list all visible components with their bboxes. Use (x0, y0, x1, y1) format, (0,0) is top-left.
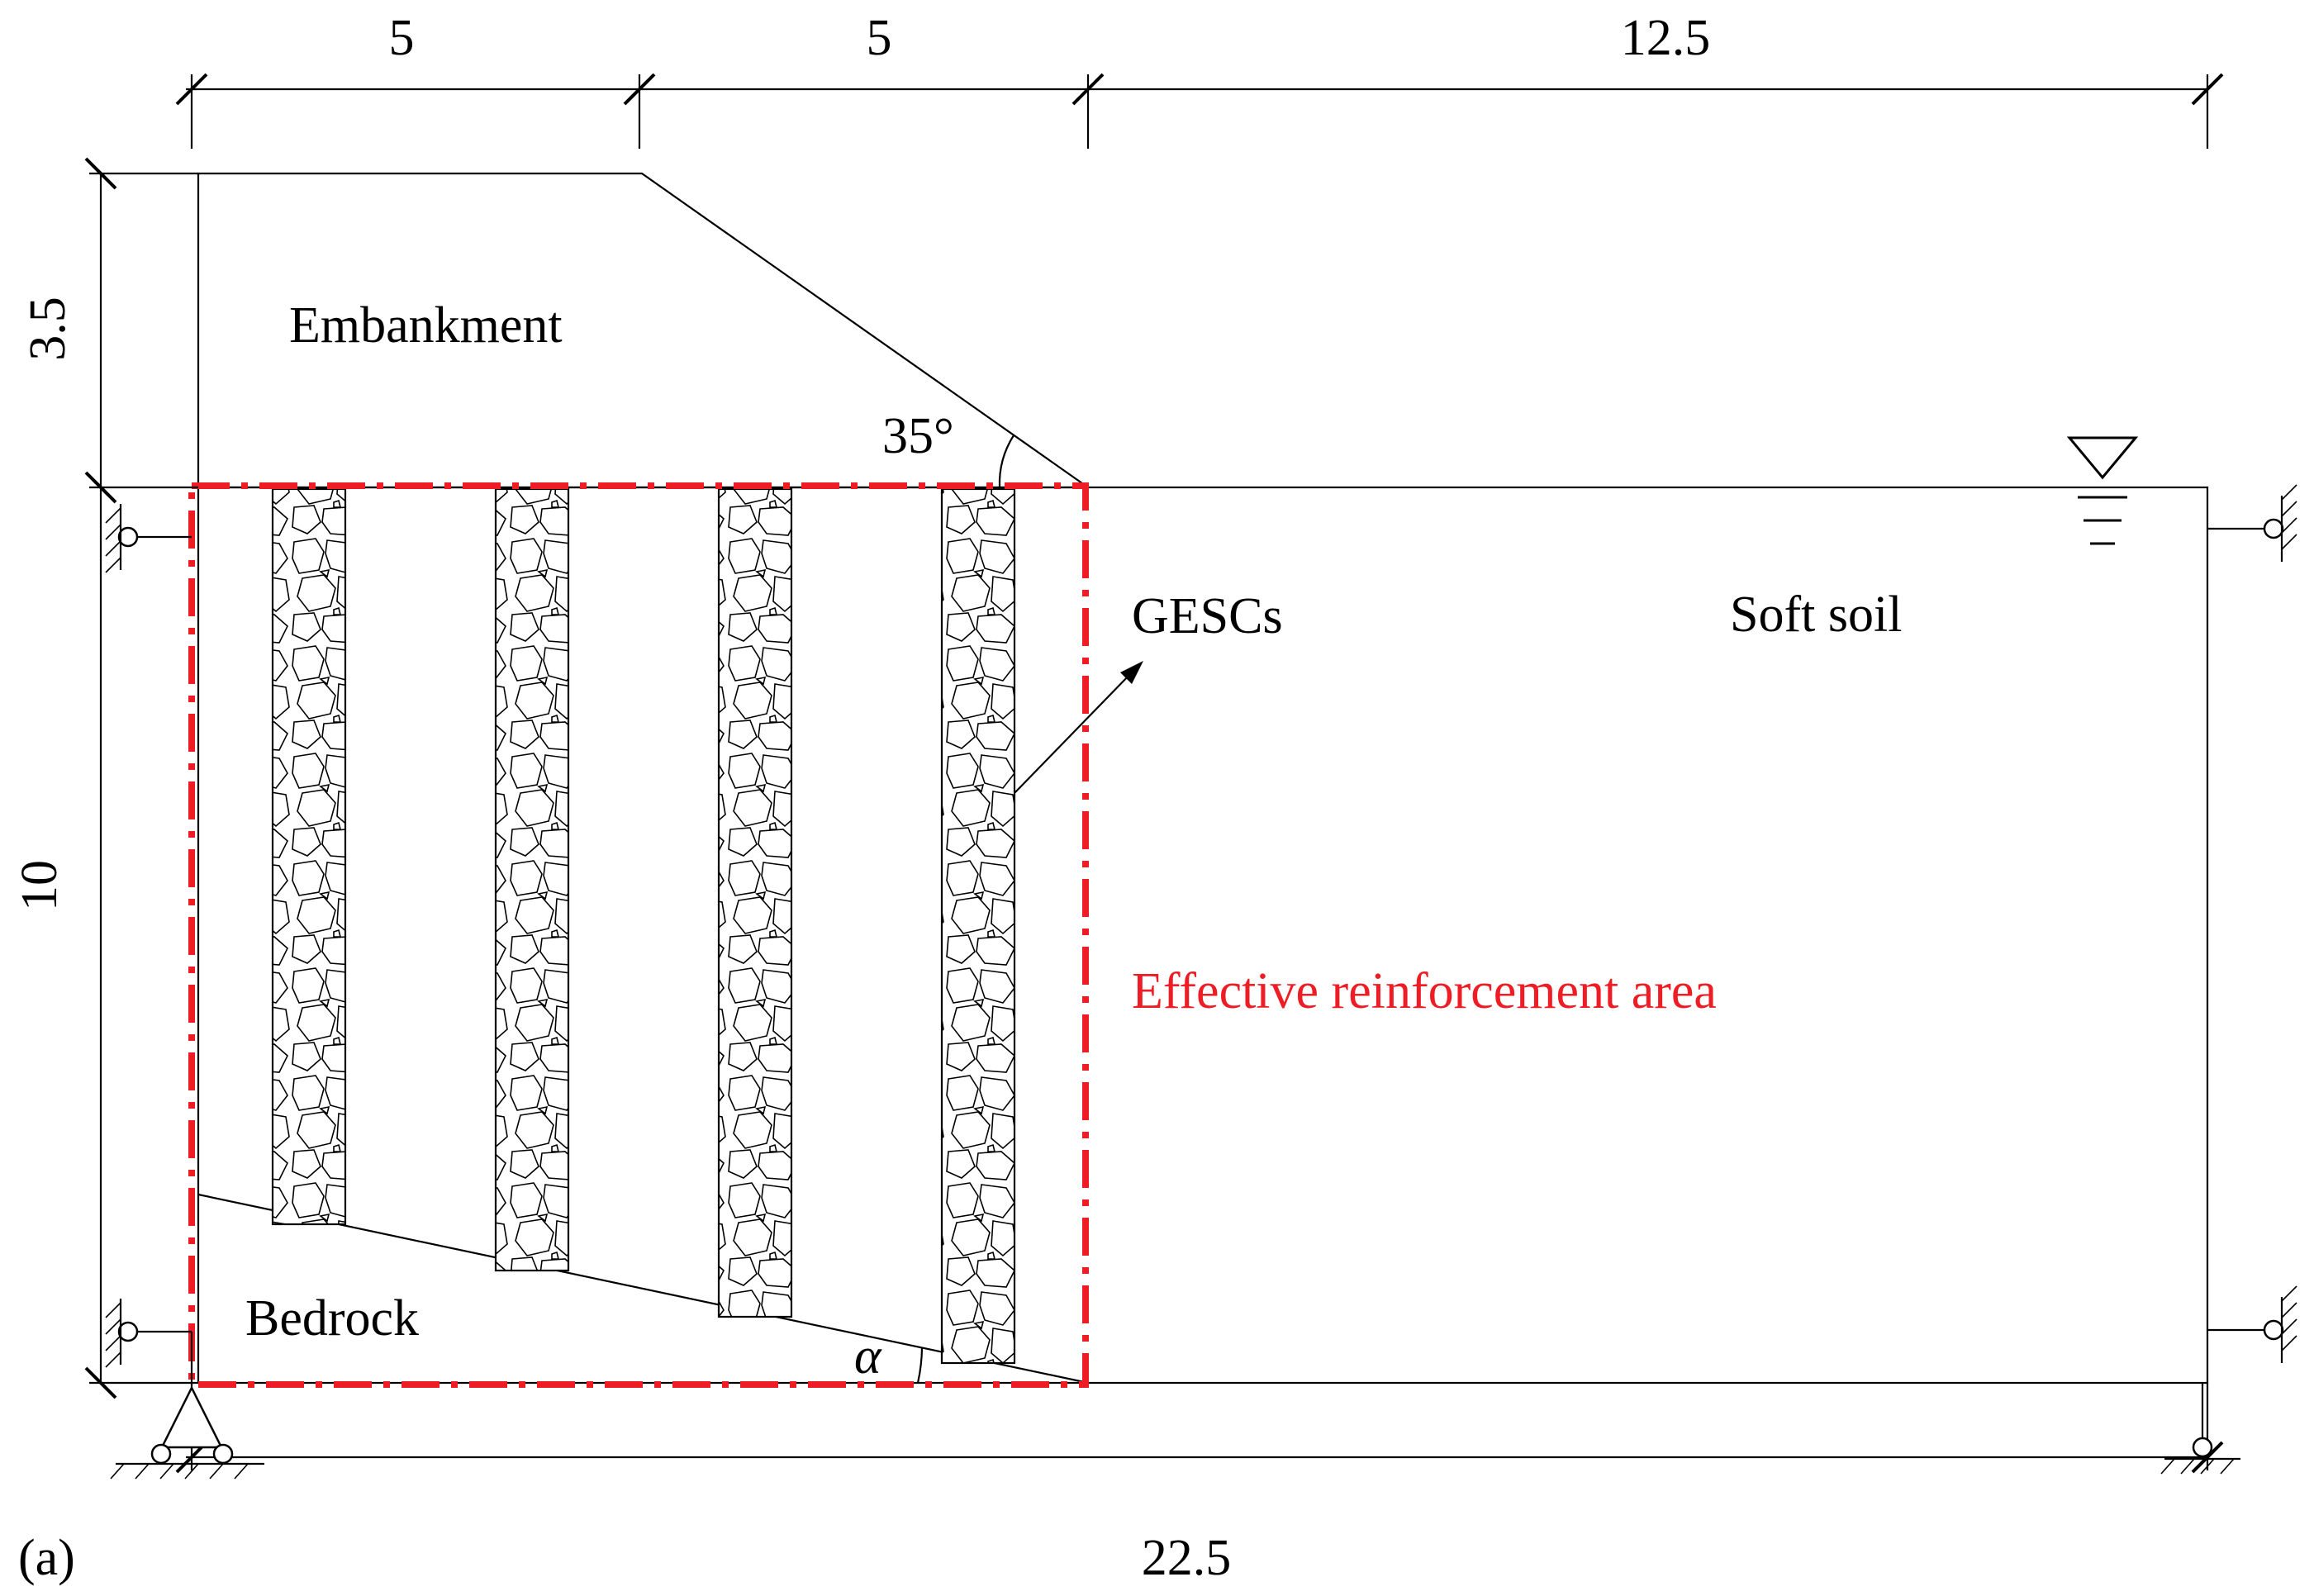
gescs-arrowhead-icon (1120, 661, 1143, 684)
roller-support-icon (2207, 484, 2297, 562)
dim-label-soft-soil-depth: 10 (12, 860, 68, 911)
gescs-label: GESCs (1132, 588, 1283, 644)
effective-reinforcement-boundary (188, 482, 1089, 1388)
bedrock-angle-label: α (854, 1328, 882, 1385)
embankment-label: Embankment (289, 297, 563, 354)
soft-soil-domain (197, 486, 2209, 1385)
dim-label-top-right: 12.5 (1621, 10, 1711, 66)
effective-area-label: Effective reinforcement area (1132, 963, 1717, 1019)
gesc-column (717, 487, 793, 1318)
roller-support-icon (105, 1299, 193, 1383)
bedrock-surface (197, 1193, 1089, 1385)
gesc-column (940, 487, 1016, 1365)
slope-angle-label: 35° (882, 408, 954, 464)
dim-label-total-width: 22.5 (1142, 1530, 1232, 1586)
gesc-column (271, 487, 347, 1226)
dim-label-top-middle: 5 (867, 10, 892, 66)
roller-support-icon (2207, 1285, 2297, 1363)
gesc-column (494, 487, 570, 1272)
slope-angle-arc (998, 435, 1014, 488)
roller-support-icon (2160, 1383, 2240, 1475)
bottom-dimension-line (175, 1383, 2224, 1474)
water-table-icon (2066, 436, 2139, 545)
gesc-columns (271, 487, 1016, 1365)
top-dimension-line (175, 73, 2224, 149)
panel-label: (a) (18, 1530, 75, 1586)
embankment-outline (197, 172, 1089, 488)
bedrock-label: Bedrock (245, 1290, 419, 1347)
dim-label-embankment-height: 3.5 (20, 297, 76, 361)
pin-support-icon (110, 1385, 264, 1480)
bedrock-angle-arc (916, 1347, 924, 1384)
soft-soil-label: Soft soil (1730, 587, 1902, 643)
roller-support-icon (105, 504, 192, 573)
left-dimension-line (84, 157, 198, 1399)
dim-label-top-left: 5 (389, 10, 415, 66)
gescs-leader-line (1014, 672, 1133, 794)
